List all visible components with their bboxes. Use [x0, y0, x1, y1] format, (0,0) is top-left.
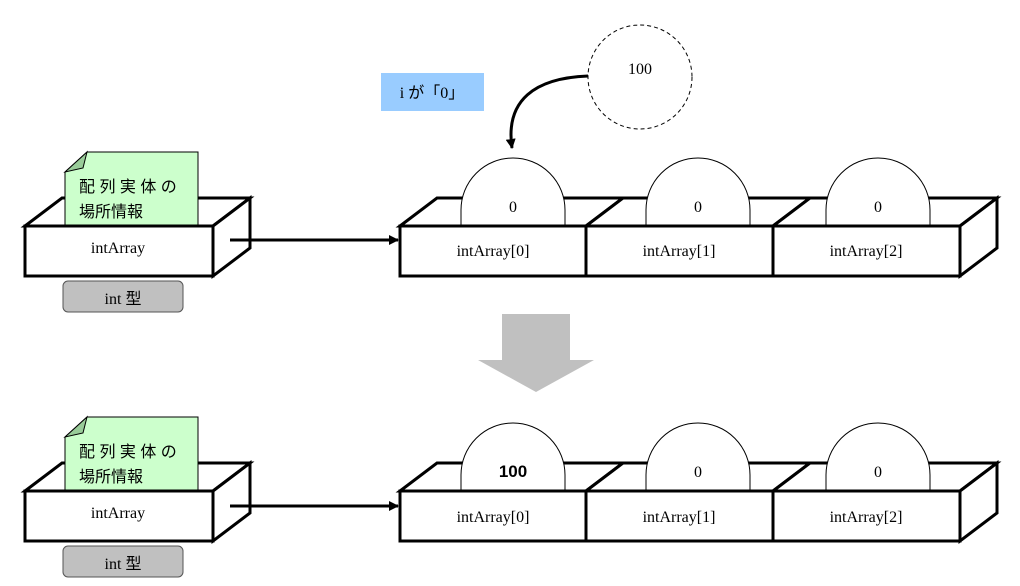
value-ball-2-after — [825, 422, 931, 492]
cell-1-front — [584, 224, 775, 278]
value-ball-2 — [825, 157, 931, 227]
variable-box: 配 列 実 体 の 場所情報 intArray — [20, 150, 255, 280]
cell-label-1-after: intArray[1] — [643, 509, 716, 526]
type-badge: int 型 — [62, 280, 184, 313]
cell-label-1: intArray[1] — [643, 243, 716, 260]
value-ball-1 — [645, 157, 751, 227]
location-note: 配 列 実 体 の 場所情報 — [63, 150, 199, 227]
type-badge-after: int 型 — [62, 545, 184, 578]
variable-box-front-face — [23, 224, 215, 278]
cell-0-front — [398, 224, 588, 278]
cell-label-0-after: intArray[0] — [457, 509, 530, 526]
type-badge-label-after: int 型 — [105, 555, 142, 573]
condition-text: i が「0」 — [400, 84, 464, 102]
condition-label: i が「0」 — [381, 73, 484, 111]
type-badge-label: int 型 — [105, 290, 142, 308]
variable-label: intArray — [91, 240, 145, 257]
value-1: 0 — [694, 199, 702, 216]
location-note-after: 配 列 実 体 の 場所情報 — [63, 415, 199, 492]
value-0: 0 — [509, 199, 517, 216]
variable-label-after: intArray — [91, 505, 145, 522]
transition-arrow — [478, 314, 594, 392]
top-row: 配 列 実 体 の 場所情報 intArray int 型 0 — [20, 24, 1002, 313]
value-ball-1-after — [645, 422, 751, 492]
cell-2-front — [771, 224, 962, 278]
cell-label-2-after: intArray[2] — [830, 509, 903, 526]
note-text-line1: 配 列 実 体 の — [79, 178, 177, 196]
array-cells-after: 100 0 0 intArray[0] intArray[1] intArray… — [395, 422, 1002, 545]
assign-arrow — [505, 74, 589, 149]
new-value-circle: 100 — [587, 24, 693, 130]
note-text-line1-after: 配 列 実 体 の — [79, 443, 177, 461]
note-text-line2-after: 場所情報 — [79, 468, 143, 486]
value-ball-0-after — [460, 422, 566, 492]
new-value-text: 100 — [628, 61, 652, 78]
value-1-after: 0 — [694, 464, 702, 481]
value-2: 0 — [874, 199, 882, 216]
variable-box-after: 配 列 実 体 の 場所情報 intArray — [20, 415, 255, 545]
note-text-line2: 場所情報 — [79, 203, 143, 221]
cell-label-0: intArray[0] — [457, 243, 530, 260]
value-2-after: 0 — [874, 464, 882, 481]
bottom-row: 配 列 実 体 の 場所情報 intArray int 型 100 0 0 — [20, 415, 1002, 578]
value-ball-0 — [460, 157, 566, 227]
cell-label-2: intArray[2] — [830, 243, 903, 260]
value-0-after: 100 — [499, 462, 527, 481]
array-cells-before: 0 0 0 intArray[0] intArray[1] intArray[2… — [395, 157, 1002, 280]
